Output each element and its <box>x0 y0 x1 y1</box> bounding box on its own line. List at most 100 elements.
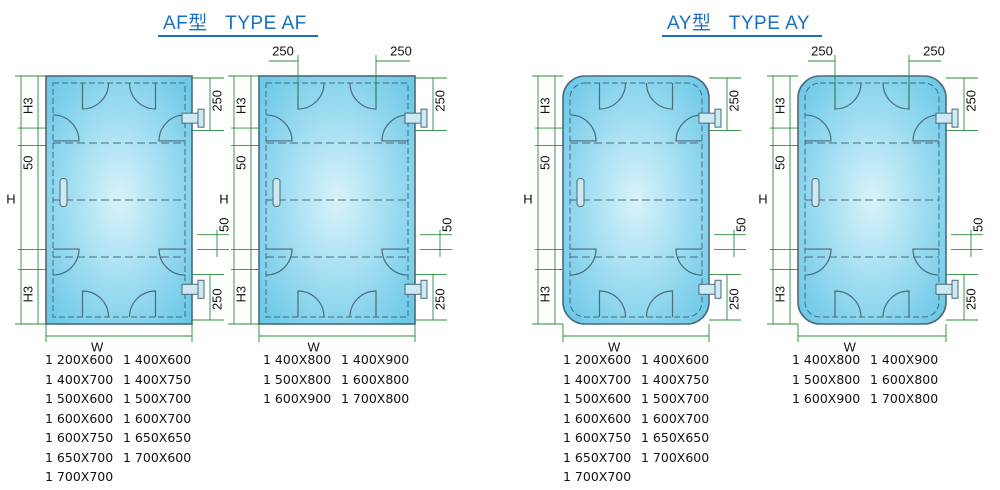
size-item: 1 500X600 <box>45 391 114 406</box>
door-handle <box>272 178 281 208</box>
label-50: 50 <box>733 218 748 232</box>
size-item: 1 600X900 <box>263 391 332 406</box>
label-50: 50 <box>970 218 985 232</box>
clamp-arc <box>804 114 832 142</box>
label-250: 250 <box>726 288 741 310</box>
clamp-arc <box>834 82 862 110</box>
label-h3: H3 <box>537 286 552 303</box>
label-50: 50 <box>233 156 248 170</box>
clamp-arc <box>381 114 409 142</box>
clamp-arc <box>598 82 627 110</box>
label-h: H <box>219 191 228 206</box>
clamp-arc <box>349 82 377 110</box>
clamp-arc <box>265 114 293 142</box>
clamp-arc <box>645 82 674 110</box>
size-item: 1 200X600 <box>563 352 632 367</box>
label-w: W <box>608 339 621 354</box>
size-item: 1 400X700 <box>45 371 114 387</box>
label-50: 50 <box>439 218 454 232</box>
label-h3: H3 <box>772 97 787 114</box>
size-item: 1 700X800 <box>870 391 939 406</box>
label-250: 250 <box>963 90 978 112</box>
clamp-arc <box>349 290 377 318</box>
clamp-arc <box>158 248 186 276</box>
label-h3: H3 <box>233 286 248 303</box>
label-250: 250 <box>390 43 412 58</box>
clamp-arc <box>675 248 703 276</box>
clamp-arc <box>52 248 80 276</box>
size-item: 1 600X750 <box>45 430 114 445</box>
size-item: 1 600X800 <box>870 371 939 387</box>
label-h: H <box>758 191 767 206</box>
title-underline-ay <box>662 35 822 37</box>
label-w: W <box>91 339 104 354</box>
label-50: 50 <box>537 156 552 170</box>
label-250: 250 <box>432 90 447 112</box>
size-item: 1 200X600 <box>45 352 114 367</box>
size-item: 1 400X750 <box>641 371 710 387</box>
size-item: 1 500X700 <box>123 391 192 406</box>
door-handle <box>59 178 68 208</box>
size-item: 1 600X700 <box>641 410 710 426</box>
size-item: 1 500X800 <box>792 371 861 387</box>
label-250: 250 <box>432 288 447 310</box>
size-column-2: 1 400X900 1 600X800 1 700X800 <box>870 350 938 409</box>
clamp-arc <box>834 290 862 318</box>
clamp-arc <box>569 114 597 142</box>
hinge-pin <box>951 108 959 128</box>
title-type-af: AF型 TYPE AF <box>163 13 307 34</box>
label-250: 250 <box>272 43 294 58</box>
size-column-2: 1 400X600 1 400X750 1 500X700 1 600X700 1 65… <box>641 350 709 467</box>
hinge-pin <box>420 108 428 128</box>
hinge-pin <box>197 108 205 128</box>
size-item: 1 650X650 <box>123 430 192 445</box>
size-item: 1 500X700 <box>641 391 710 406</box>
title-underline-af <box>158 35 318 37</box>
label-50: 50 <box>772 156 787 170</box>
size-item: 1 700X700 <box>563 469 632 484</box>
hinge-pin <box>420 279 428 299</box>
size-item: 1 400X600 <box>641 352 710 367</box>
label-w: W <box>307 339 320 354</box>
size-item: 1 700X700 <box>45 469 114 484</box>
clamp-arc <box>297 82 325 110</box>
clamp-arc <box>569 248 597 276</box>
label-250: 250 <box>209 288 224 310</box>
size-item: 1 400X900 <box>870 352 939 367</box>
label-h3: H3 <box>772 286 787 303</box>
label-250: 250 <box>923 43 945 58</box>
label-h3: H3 <box>20 286 35 303</box>
hinge-pin <box>951 279 959 299</box>
hinge-pin <box>197 279 205 299</box>
size-item: 1 600X800 <box>341 371 410 387</box>
size-item: 1 700X800 <box>341 391 410 406</box>
clamp-arc <box>297 290 325 318</box>
clamp-arc <box>882 290 910 318</box>
size-item: 1 600X600 <box>563 410 632 426</box>
size-item: 1 650X650 <box>641 430 710 445</box>
size-item: 1 700X600 <box>123 449 192 465</box>
clamp-arc <box>81 82 110 110</box>
size-item: 1 400X600 <box>123 352 192 367</box>
size-item: 1 400X800 <box>263 352 332 367</box>
size-item: 1 600X700 <box>123 410 192 426</box>
label-h3: H3 <box>537 97 552 114</box>
size-item: 1 600X600 <box>45 410 114 426</box>
door-handle <box>811 178 820 208</box>
label-250: 250 <box>811 43 833 58</box>
clamp-arc <box>912 248 940 276</box>
label-50: 50 <box>20 156 35 170</box>
clamp-arc <box>52 114 80 142</box>
size-item: 1 600X900 <box>792 391 861 406</box>
size-item: 1 400X700 <box>563 371 632 387</box>
size-column-1: 1 200X600 1 400X700 1 500X600 1 600X600 1 60… <box>45 350 113 487</box>
label-h3: H3 <box>20 97 35 114</box>
clamp-arc <box>158 114 186 142</box>
